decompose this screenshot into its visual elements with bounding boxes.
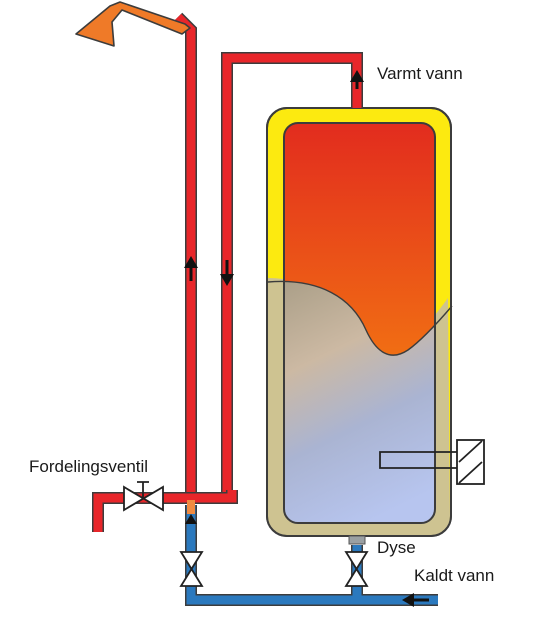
valve-icon[interactable] <box>123 481 164 512</box>
water-tank <box>266 107 485 545</box>
thermocline <box>267 280 453 356</box>
cold-inlet-valve-right[interactable] <box>344 551 369 587</box>
hot-water-label: Varmt vann <box>377 64 463 83</box>
distribution-valve-label: Fordelingsventil <box>29 457 149 476</box>
heating-element-icon <box>379 439 485 485</box>
cold-inlet-valve-left[interactable] <box>179 551 204 587</box>
tank-inner-outline <box>283 122 436 524</box>
cold-water-label: Kaldt vann <box>414 566 495 585</box>
cold-water-layer <box>284 281 435 523</box>
nozzle-label: Dyse <box>377 538 416 557</box>
shower-head-icon <box>75 1 191 47</box>
flow-arrow-icon <box>184 70 429 607</box>
nozzle <box>348 535 366 545</box>
